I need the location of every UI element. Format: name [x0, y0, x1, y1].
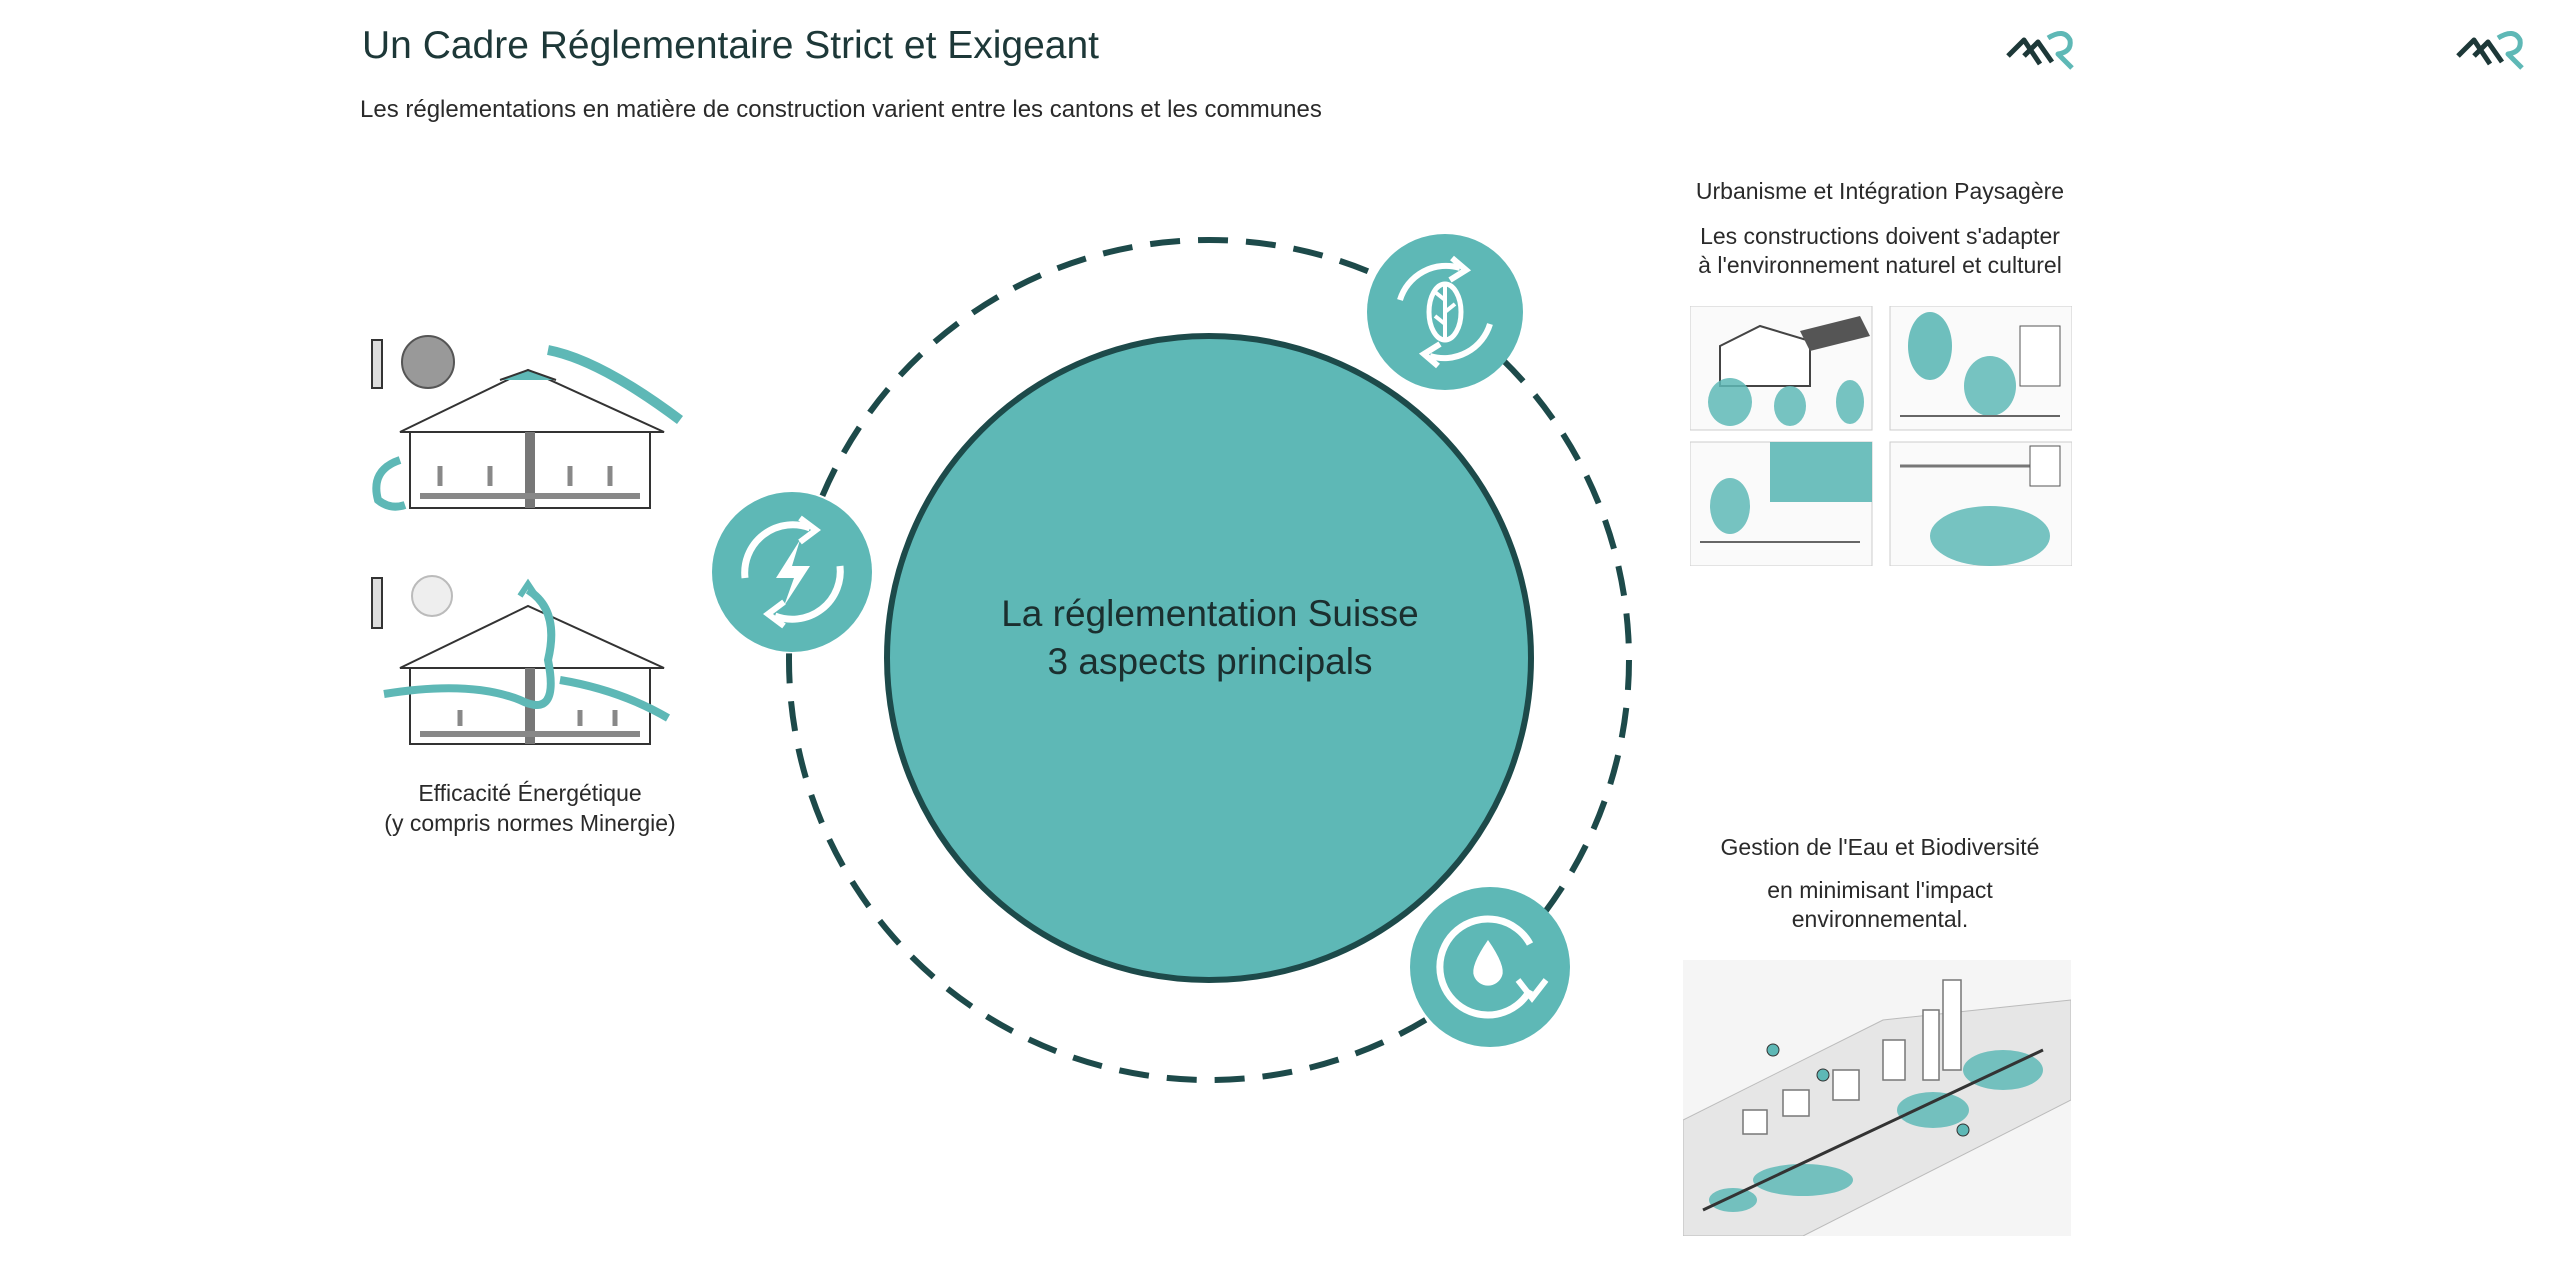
mountain-logo-icon	[2456, 31, 2524, 70]
water-text-line2: environnemental.	[1791, 906, 1969, 932]
center-label-line1: La réglementation Suisse	[1001, 593, 1419, 634]
house-day-illustration	[371, 335, 683, 511]
aerial-city-illustration	[1683, 960, 2071, 1236]
sketch-park	[1690, 441, 1873, 566]
center-disc	[884, 333, 1534, 983]
leaf-cycle-icon	[1367, 234, 1523, 390]
sketch-garden	[1889, 306, 2072, 431]
urbanism-text-line2: à l'environnement naturel et culturel	[1698, 252, 2062, 278]
landscape-sketch-grid	[1690, 306, 2072, 566]
water-drop-cycle-icon	[1410, 887, 1570, 1047]
urbanism-title: Urbanisme et Intégration Paysagère	[1695, 178, 2065, 204]
lightning-cycle-icon	[712, 492, 872, 652]
energy-caption: Efficacité Énergétique (y compris normes…	[355, 778, 705, 838]
center-label: La réglementation Suisse 3 aspects princ…	[890, 590, 1530, 686]
energy-caption-line2: (y compris normes Minergie)	[384, 810, 676, 836]
urbanism-text-line1: Les constructions doivent s'adapter	[1700, 223, 2060, 249]
dashed-ring	[786, 237, 1632, 1083]
mountain-logo-icon	[2006, 31, 2074, 70]
water-text: en minimisant l'impact environnemental.	[1670, 876, 2090, 934]
sketch-village	[1690, 306, 1873, 431]
page-subtitle: Les réglementations en matière de constr…	[360, 96, 1322, 123]
center-label-line2: 3 aspects principals	[1047, 641, 1373, 682]
urbanism-text: Les constructions doivent s'adapter à l'…	[1660, 222, 2100, 280]
page-title: Un Cadre Réglementaire Strict et Exigean…	[362, 24, 1100, 67]
energy-caption-line1: Efficacité Énergétique	[418, 780, 642, 806]
sketch-hillside	[1889, 441, 2072, 566]
water-text-line1: en minimisant l'impact	[1767, 877, 1993, 903]
house-night-illustration	[371, 575, 671, 745]
water-title: Gestion de l'Eau et Biodiversité	[1720, 834, 2040, 860]
